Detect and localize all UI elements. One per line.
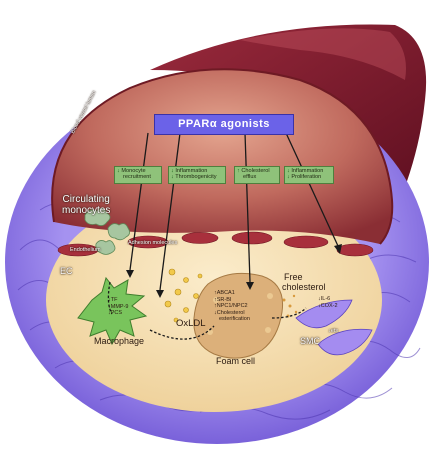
effect-box-cholesterol: ↑ Cholesterol efflux [234,166,280,184]
oxldl-label: OxLDL [176,318,206,329]
arrow-down-icon: ↓ [287,174,290,181]
macrophage-markers: ↓TF ↓MMP-9 ↓PCS [108,297,129,316]
arrow-down-icon: ↓ [171,168,174,174]
lumen-rim [51,68,394,245]
circulating-monocytes-label: Circulating monocytes [62,194,111,216]
arrow-down-icon: ↓ [318,302,321,309]
vessel-tube-highlight [240,28,406,80]
ec-label: EC [60,266,73,276]
effect-box-proliferation: ↓ Inflammation ↓ Proliferation [284,166,334,184]
agonist-arrowheads [126,244,342,298]
arrow-down-icon: ↓ [108,303,111,310]
agonist-arrows [107,132,339,340]
arrow-down-icon: ↓ [318,296,321,302]
arrow-down-icon: ↓ [287,168,290,174]
monocytes [84,208,130,255]
arrow-down-icon: ↓ [214,309,217,316]
arrow-up-icon: ↑ [214,296,217,303]
arrow-down-icon: ↓ [328,328,331,334]
endothelium-label: Endothelium [70,247,101,253]
lumen [52,69,393,244]
free-cholesterol-label: Free cholesterol [282,272,326,292]
arrow-up-icon: ↑ [214,290,217,296]
arrow-down-icon: ↓ [108,310,111,316]
foam-cell-body [193,272,284,359]
ppar-agonists-title: PPARα agonists [154,114,294,135]
foam-cell-markers: ↑ABCA1 ↑SR-BI ↑NPC1/NPC2 ↓Cholesterol es… [214,290,250,322]
endothelium-cells [57,231,374,257]
foam-cell-label: Foam cell [216,356,256,366]
arrow-up-icon: ↑ [237,168,240,174]
smc-markers: ↓IL-6 ↓COX-2 [318,296,338,309]
effect-box-monocyte: ↓ Monocyte recruitment [114,166,162,184]
effect-box-inflammation: ↓ Inflammation ↓ Thrombogenicity [168,166,226,184]
foam-cell-vacuoles [207,293,273,335]
smc-cells [295,299,373,356]
macrophage-cell [77,276,148,346]
adhesion-label: Adhesion molecules [128,240,178,246]
free-cholesterol-particles [282,294,298,318]
smc-label: SMC [300,336,320,346]
arrow-down-icon: ↓ [171,174,174,181]
arrow-down-icon: ↓ [108,297,111,303]
smc-extra-marker: ↓ets [328,328,339,334]
oxldl-particles [164,268,203,323]
macrophage-label: Macrophage [94,336,145,346]
arrow-up-icon: ↑ [214,303,217,309]
arrow-down-icon: ↓ [117,168,120,174]
